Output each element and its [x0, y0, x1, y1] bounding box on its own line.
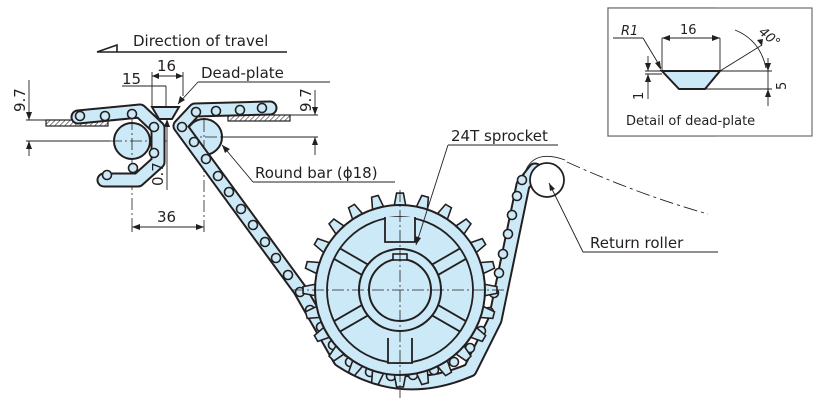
- chain-pin: [497, 248, 509, 260]
- chain-pin: [511, 190, 523, 202]
- chain-pin: [190, 106, 202, 118]
- chain-pin: [200, 153, 212, 165]
- chain-pin: [502, 228, 514, 240]
- sprocket-24t: [292, 190, 508, 398]
- chain-pin: [448, 356, 460, 368]
- chain-pin: [188, 136, 200, 148]
- chain-pin: [506, 209, 518, 221]
- chain-pin: [176, 121, 188, 133]
- detail-height: 5: [775, 82, 790, 90]
- sprocket-spoke: [431, 314, 461, 333]
- sprocket-spoke: [339, 247, 369, 266]
- sprocket-spoke: [431, 247, 461, 266]
- return-roller: [523, 155, 709, 215]
- chain-pin: [259, 236, 271, 248]
- chain-pin: [235, 203, 247, 215]
- chain-pin: [270, 252, 282, 264]
- dim-left-height: 9.7: [11, 88, 29, 112]
- dead-plate-label: Dead-plate: [201, 64, 284, 82]
- dead-plate: [150, 106, 181, 120]
- direction-label: Direction of travel: [133, 32, 268, 50]
- chain-pin: [247, 219, 259, 231]
- chain-pin: [516, 174, 528, 186]
- return-roller-label: Return roller: [590, 234, 684, 252]
- sprocket-spoke: [333, 257, 363, 276]
- sprocket-spoke: [339, 314, 369, 333]
- detail-box: [607, 7, 813, 137]
- chain-pin: [210, 105, 222, 117]
- chain-pin: [282, 269, 294, 281]
- detail-lip: 1: [632, 92, 647, 100]
- dim-bar-spacing: 36: [157, 208, 176, 226]
- sprocket-spoke: [333, 304, 363, 323]
- detail-caption: Detail of dead-plate: [626, 114, 755, 129]
- round-bar-label: Round bar (ϕ18): [255, 164, 378, 182]
- sprocket-spoke: [437, 304, 467, 323]
- dim-right-height: 9.7: [297, 88, 315, 112]
- chain-pin: [212, 170, 224, 182]
- chain-pin: [234, 104, 246, 116]
- chain-pin: [256, 102, 268, 114]
- chain-pin: [223, 186, 235, 198]
- detail-width: 16: [680, 23, 697, 38]
- chain-pin: [493, 267, 505, 279]
- sprocket-label: 24T sprocket: [451, 127, 548, 145]
- dim-gap-vertical: 0.7: [149, 162, 167, 186]
- sprocket-spoke: [437, 257, 467, 276]
- dim-gap-top: 15: [122, 70, 141, 88]
- left-chain: [70, 103, 166, 188]
- dim-dead-plate-width: 16: [157, 57, 176, 75]
- direction-arrow: [96, 43, 287, 53]
- detail-radius: R1: [621, 24, 638, 39]
- dimension-lines: [26, 72, 718, 253]
